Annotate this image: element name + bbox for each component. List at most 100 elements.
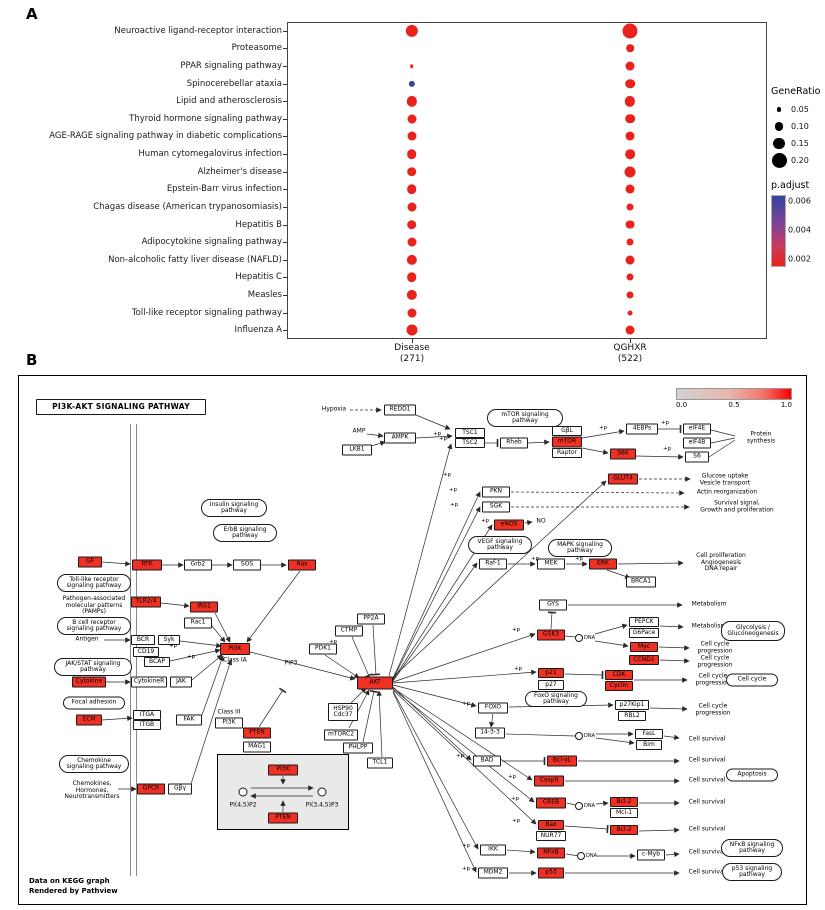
dna-node: DNA: [574, 732, 596, 740]
y-axis-tick: [283, 294, 287, 296]
dna-node: DNA: [576, 852, 597, 860]
gene-node-tlr2-4: TLR2/4: [131, 596, 161, 608]
enrichment-dot-qghxr: [625, 255, 635, 265]
pathway-link-erbb-signaling: ErbB signaling pathway: [213, 524, 277, 542]
annotation-hypoxia: Hypoxia: [321, 405, 347, 413]
legend-size-dot: [774, 122, 784, 131]
gene-node-bim: Bim: [636, 740, 662, 750]
x-axis-label-disease: Disease (271): [394, 343, 429, 365]
annotation-amp: AMP: [352, 427, 366, 435]
annotation-chemokines: Chemokines, Hormones, Neurotransmitters: [64, 779, 120, 801]
gene-node-cytokiner: CytokineR: [131, 676, 167, 688]
dna-label: DNA: [583, 733, 596, 739]
gene-node-phlpp: PHLPP: [343, 742, 373, 754]
pathway-link-mtor-signaling: mTOR signaling pathway: [487, 409, 563, 427]
legend-size-label: 0.20: [791, 156, 809, 165]
kegg-pathway-panel: PI3K-AKT SIGNALING PATHWAY 0.0 0.5 1.0 D…: [18, 375, 807, 905]
enrichment-dot-disease: [406, 289, 417, 301]
annotation-actin-reorganization: Actin reorganization: [696, 488, 758, 496]
phospho-label: +p: [510, 796, 520, 802]
y-axis-tick: [283, 136, 287, 138]
enrichment-dot-qghxr: [625, 131, 635, 141]
phospho-label: +p: [598, 425, 608, 431]
annotation-cell-cycle: Cell cycle progression: [697, 640, 733, 654]
dna-icon: [574, 802, 583, 810]
y-axis-tick: [283, 48, 287, 50]
y-axis-tick: [283, 277, 287, 279]
y-axis-tick: [283, 224, 287, 226]
annotation-metabolism: Metabolism: [691, 600, 727, 608]
enrichment-dot-disease: [407, 131, 417, 141]
gene-node-syk: Syk: [158, 635, 180, 645]
phospho-label: +p: [507, 774, 517, 780]
enrichment-dot-qghxr: [625, 114, 635, 124]
y-axis-tick: [283, 171, 287, 173]
gene-node-mag1: MAG1: [243, 741, 271, 753]
gene-node-ecm: ECM: [76, 714, 102, 726]
annotation-cell-proliferation: Cell proliferation Angiogenesis DNA repa…: [696, 551, 746, 573]
gene-node-pdk1: PDK1: [309, 643, 337, 655]
enrichment-dot-disease: [406, 96, 417, 107]
enrichment-dot-disease: [406, 254, 417, 265]
phospho-label: +p: [455, 753, 465, 759]
enrichment-dot-qghxr: [625, 220, 635, 229]
gene-node-p27: p27: [538, 680, 564, 690]
cell-membrane-line: [130, 424, 132, 876]
y-axis-tick: [283, 101, 287, 103]
x-axis-label-qghxr: QGHXR (522): [613, 343, 646, 365]
annotation-pi-3-4-5-p3: PI(3,4,5)P3: [305, 801, 339, 809]
color-key-tick: 0.0: [676, 401, 688, 409]
annotation-pathogen-associated: Pathogen-associated molecular patterns (…: [62, 594, 126, 616]
gene-node-ampk: AMPK: [384, 432, 416, 444]
enrichment-dot-qghxr: [626, 238, 634, 246]
gene-node-p53: p53: [538, 867, 564, 879]
dna-label: DNA: [583, 803, 596, 809]
category-label: Hepatitis B: [235, 219, 282, 230]
phospho-label: +p: [168, 643, 178, 649]
gene-node-pepck: PEPCK: [629, 617, 659, 627]
color-key-tick: 0.5: [728, 401, 740, 409]
gene-node-tsc2: TSC2: [455, 438, 485, 448]
y-axis-tick: [283, 330, 287, 332]
enrichment-dot-qghxr: [625, 78, 635, 89]
gene-node-itgb: ITGB: [133, 720, 161, 730]
gene-node-bcl-2: Bcl-2: [610, 825, 638, 835]
legend-size-label: 0.15: [791, 139, 809, 148]
gene-node-jak: JAK: [170, 676, 192, 688]
gene-node-nf-b: NFκB: [537, 847, 565, 859]
gene-node-g-l: GβL: [552, 426, 582, 436]
y-axis-tick: [283, 259, 287, 261]
legend-size-item: 0.20: [771, 152, 823, 169]
phospho-label: +p: [461, 843, 471, 849]
phospho-label: +p: [662, 446, 672, 452]
enrichment-dot-qghxr: [625, 325, 635, 335]
gene-node-ras: Ras: [288, 559, 316, 571]
legend-size-item: 0.15: [771, 135, 823, 152]
x-axis-tick: [630, 339, 632, 343]
legend-padjust-colorbar: 0.006 0.004 0.002: [771, 195, 823, 267]
gene-node-mtorc2: mTORC2: [324, 729, 358, 741]
enrichment-dot-qghxr: [626, 203, 634, 211]
color-key-gradient: [676, 388, 792, 400]
enrichment-dot-qghxr: [624, 166, 636, 178]
y-axis-tick: [283, 118, 287, 120]
category-label: Human cytomegalovirus infection: [138, 149, 282, 160]
enrichment-dot-disease: [407, 237, 417, 247]
gene-node-tsc1: TSC1: [455, 428, 485, 438]
x-axis-count: (271): [399, 353, 425, 364]
color-key-labels: 0.0 0.5 1.0: [676, 401, 792, 409]
gene-node-pkn: PKN: [482, 486, 510, 498]
gene-node-mdm2: MDM2: [478, 867, 508, 879]
category-label: Lipid and atherosclerosis: [176, 96, 282, 107]
category-label: Spinocerebellar ataxia: [186, 78, 282, 89]
x-axis-count: (522): [617, 353, 643, 364]
gene-node-pi3k: PI3K: [220, 643, 250, 655]
annotation-cell-survival: Cell survival: [688, 868, 726, 876]
metabolite-icon: [238, 787, 248, 797]
gene-node-g6pace: G6Pace: [629, 628, 659, 638]
phospho-label: +p: [438, 436, 448, 442]
pathway-link-insulin-signaling: Insulin signaling pathway: [201, 499, 267, 517]
enrichment-dot-disease: [409, 64, 414, 68]
legend-size-dot: [773, 137, 785, 150]
